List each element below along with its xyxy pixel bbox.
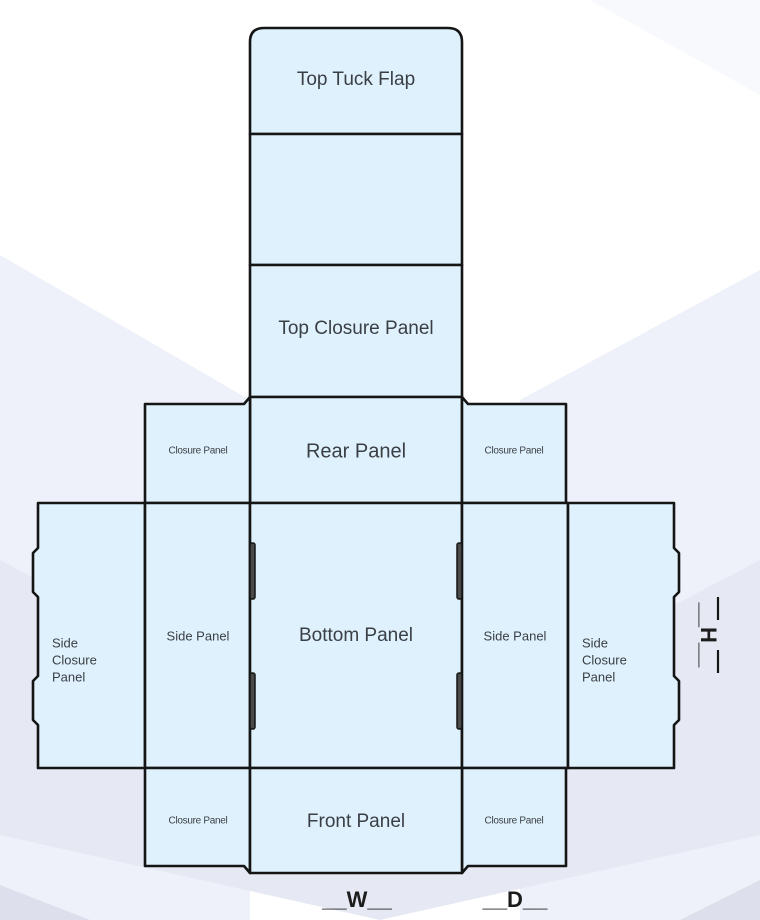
- top-closure-panel-label: Top Closure Panel: [278, 318, 434, 339]
- side-closure-left-line-3: Panel: [52, 669, 86, 685]
- bottom-panel-label: Bottom Panel: [298, 625, 414, 646]
- lock-tabs: [249, 542, 463, 730]
- height-dimension-label: __H__: [696, 602, 721, 668]
- side-closure-right-line-3: Panel: [582, 669, 616, 685]
- closure-panel-bottom-right-label: Closure Panel: [484, 815, 544, 827]
- depth-dimension-label: __D__: [482, 887, 548, 912]
- rear-panel-label: Rear Panel: [305, 440, 407, 463]
- panels: [31, 26, 681, 875]
- side-closure-panel-left-label: Side Closure Panel: [52, 635, 97, 686]
- side-closure-left-line-1: Side: [52, 635, 79, 651]
- side-closure-panel-right-label: Side Closure Panel: [582, 635, 627, 686]
- top-tuck-flap-label: Top Tuck Flap: [296, 69, 416, 90]
- side-closure-left-line-2: Closure: [52, 652, 97, 668]
- closure-panel-top-left-label: Closure Panel: [168, 445, 228, 457]
- side-closure-right-line-1: Side: [582, 635, 609, 651]
- side-closure-right-line-2: Closure: [582, 652, 627, 668]
- width-dimension-label: __W__: [322, 887, 392, 912]
- side-panel-left-label: Side Panel: [166, 628, 230, 644]
- side-panel-right-label: Side Panel: [483, 628, 547, 644]
- closure-panel-bottom-left-label: Closure Panel: [168, 815, 228, 827]
- front-panel-label: Front Panel: [306, 811, 406, 832]
- closure-panel-top-right-label: Closure Panel: [484, 445, 544, 457]
